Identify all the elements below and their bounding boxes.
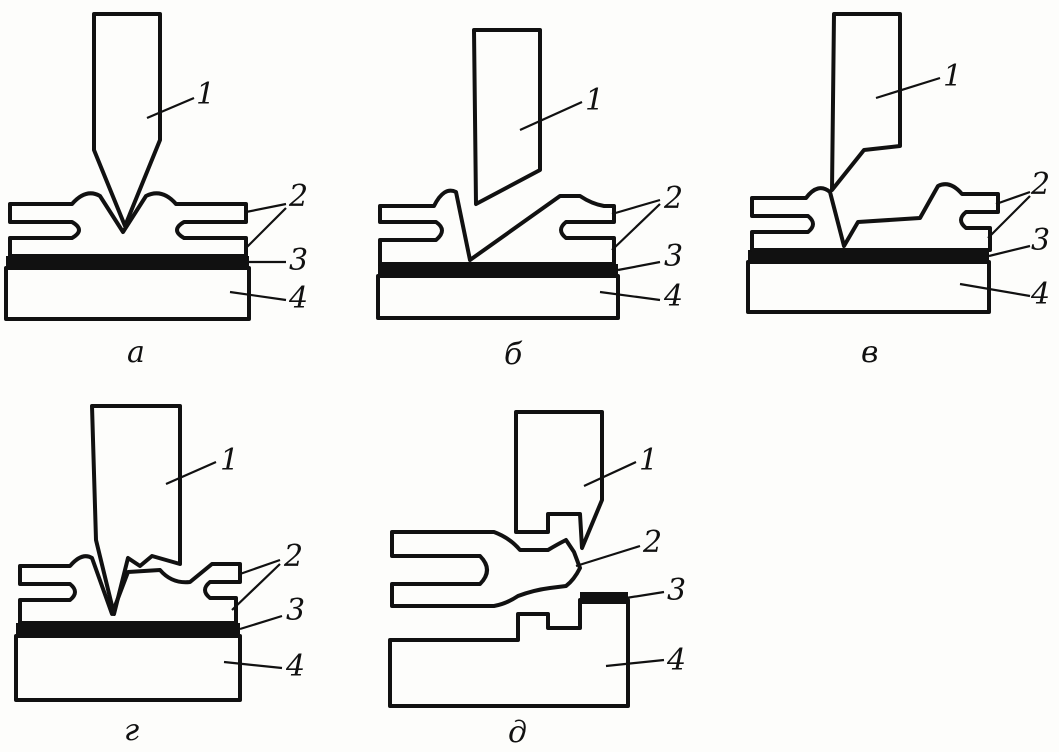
caption-a: а [127,335,145,370]
label-2: 2 [663,181,683,216]
label-3: 3 [1031,223,1050,258]
layer-3 [378,264,618,277]
leader-4 [605,658,665,668]
leader-3 [617,260,661,272]
leader-2a [245,202,287,214]
caption-v: в [861,335,878,370]
label-2: 2 [283,539,303,574]
layer-3 [16,623,240,636]
leader-2a [239,558,281,576]
leader-3 [988,244,1031,258]
leader-1 [146,96,195,120]
label-3: 3 [289,243,308,278]
panel-g: 1 2 3 4 г [14,404,305,748]
leader-2b [245,207,287,249]
base-4 [388,598,630,708]
label-4: 4 [1030,277,1050,312]
panel-d: 1 2 3 4 д [388,410,686,750]
caption-b: б [504,337,523,372]
leader-4 [959,282,1031,298]
label-2: 2 [288,179,308,214]
leader-1 [583,461,637,487]
label-1: 1 [639,443,658,478]
panel-b: 1 2 3 4 б [376,28,683,372]
leader-4 [223,660,283,670]
leader-2b [611,203,661,251]
leader-2a [611,198,661,216]
tool-1 [472,28,542,206]
leader-1 [165,460,217,486]
base-4 [14,634,242,702]
leader-1 [875,76,941,100]
base-4 [376,274,620,320]
caption-d: д [508,715,527,750]
leader-2b [987,195,1031,239]
label-4: 4 [285,649,305,684]
label-3: 3 [667,573,686,608]
tool-1 [514,410,604,550]
label-4: 4 [666,643,686,678]
conductor-2 [750,182,1000,252]
conductor-2 [390,530,582,608]
base-4 [746,260,991,314]
tool-1 [90,404,182,616]
label-4: 4 [663,279,683,314]
leader-2 [575,544,641,568]
label-1: 1 [585,83,604,118]
conductor-2 [18,554,242,625]
caption-g: г [124,713,139,748]
leader-4 [599,290,661,302]
label-1: 1 [196,77,215,112]
layer-3 [580,592,628,604]
label-3: 3 [286,593,305,628]
layer-3 [6,256,249,269]
leader-2b [231,563,281,611]
leader-2a [995,190,1031,206]
base-4 [4,266,251,321]
leader-3 [239,614,283,631]
conductor-2 [8,191,248,258]
label-2: 2 [642,525,662,560]
label-2: 2 [1030,167,1050,202]
label-4: 4 [288,281,308,316]
leader-3 [625,590,665,600]
leader-1 [519,100,583,132]
layer-3 [748,250,989,263]
panel-v: 1 2 3 4 в [746,12,1050,370]
label-1: 1 [220,443,239,478]
label-3: 3 [664,239,683,274]
label-1: 1 [943,59,962,94]
panel-a: 1 2 3 4 а [4,12,308,370]
tool-1 [830,12,902,192]
tool-1 [92,12,162,228]
leader-4 [229,290,287,302]
conductor-2 [378,188,616,266]
